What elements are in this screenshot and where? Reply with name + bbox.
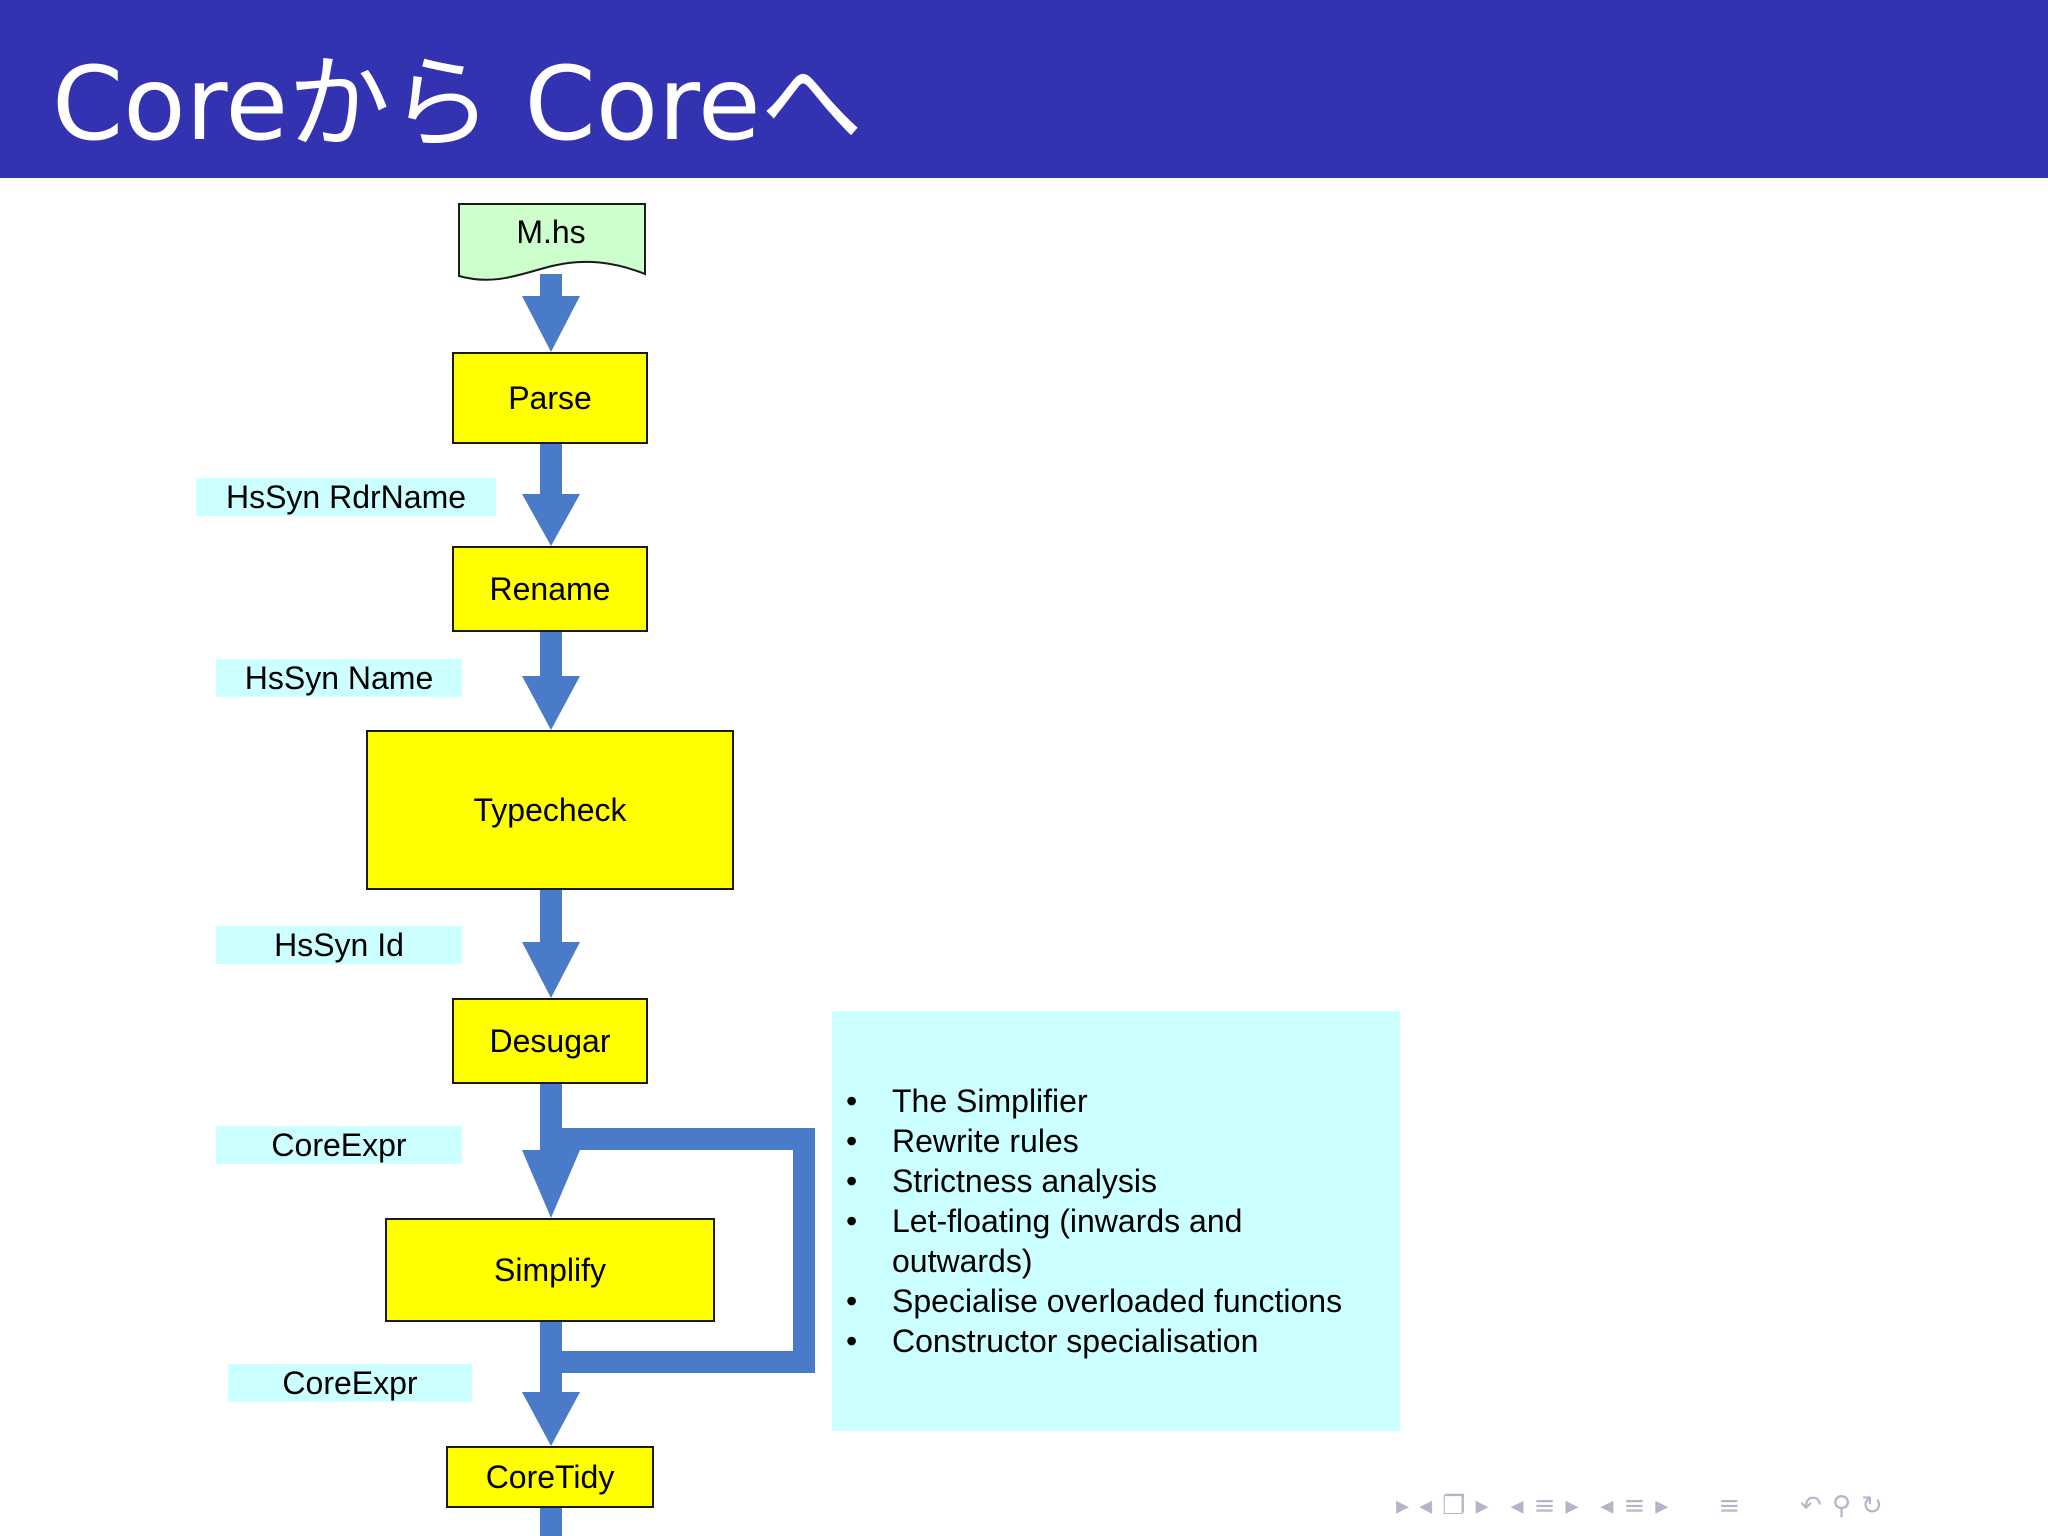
list-item: Specialise overloaded functions [842, 1281, 1380, 1321]
edge-label-coreexpr-1: CoreExpr [216, 1126, 462, 1164]
arrow-shaft-rename-typecheck [540, 632, 562, 682]
edge-label-coreexpr-2: CoreExpr [228, 1364, 472, 1402]
stage-coretidy: CoreTidy [446, 1446, 654, 1508]
stage-simplify: Simplify [385, 1218, 715, 1322]
arrow-head-source-parse [522, 296, 580, 352]
source-file-label: M.hs [516, 213, 586, 250]
simplifier-notes-box: The Simplifier Rewrite rules Strictness … [832, 1011, 1400, 1431]
edge-label-rdrname: HsSyn RdrName [196, 478, 496, 516]
appendix-icon[interactable]: ≡ [1718, 1491, 1741, 1521]
arrow-head-parse-rename [522, 494, 580, 546]
simplifier-loop [562, 1128, 815, 1373]
subsection-next-icon[interactable]: ▸ [1655, 1491, 1669, 1521]
subsection-prev-icon[interactable]: ◂ [1600, 1491, 1614, 1521]
back-icon[interactable]: ↶ [1800, 1491, 1822, 1521]
arrow-shaft-simplify-coretidy [540, 1322, 562, 1398]
arrow-head-typecheck-desugar [522, 942, 580, 998]
arrow-head-desugar-simplify [522, 1150, 580, 1218]
search-icon[interactable]: ⚲ [1831, 1491, 1851, 1521]
stage-desugar: Desugar [452, 998, 648, 1084]
arrow-shaft-coretidy-out [540, 1508, 562, 1536]
list-item: Rewrite rules [842, 1121, 1380, 1161]
arrow-shaft-parse-rename [540, 444, 562, 500]
frame-icon[interactable]: ❐ [1442, 1491, 1466, 1521]
section-next-icon[interactable]: ▸ [1565, 1491, 1579, 1521]
arrow-shaft-typecheck-desugar [540, 890, 562, 946]
frame-prev-icon[interactable]: ▸ [1396, 1491, 1410, 1521]
edge-label-id: HsSyn Id [216, 926, 462, 964]
beamer-navigation: ▸ ◂ ❐ ▸ ◂ ≡ ▸ ◂ ≡ ▸ ≡ ↶ ⚲ ↻ [1390, 1486, 2030, 1526]
subsection-icon[interactable]: ≡ [1623, 1491, 1646, 1521]
stage-coretidy-label: CoreTidy [485, 1458, 615, 1495]
arrow-shaft-source-parse [540, 274, 562, 298]
stage-rename-label: Rename [489, 570, 611, 607]
arrow-head-simplify-coretidy [522, 1392, 580, 1446]
frame-prev-icon[interactable]: ◂ [1419, 1491, 1433, 1521]
stage-desugar-label: Desugar [489, 1022, 611, 1059]
section-icon[interactable]: ≡ [1533, 1491, 1556, 1521]
section-prev-icon[interactable]: ◂ [1510, 1491, 1524, 1521]
edge-label-name: HsSyn Name [216, 659, 462, 697]
simplifier-notes-list: The Simplifier Rewrite rules Strictness … [842, 1081, 1380, 1361]
stage-simplify-label: Simplify [493, 1251, 606, 1288]
stage-parse-label: Parse [508, 379, 592, 416]
arrow-head-rename-typecheck [522, 676, 580, 730]
stage-parse: Parse [452, 352, 648, 444]
list-item: The Simplifier [842, 1081, 1380, 1121]
source-document-shape [458, 203, 646, 281]
slide-title: Coreから Coreへ [52, 45, 863, 164]
list-item: Strictness analysis [842, 1161, 1380, 1201]
stage-rename: Rename [452, 546, 648, 632]
forward-icon[interactable]: ↻ [1860, 1491, 1883, 1521]
list-item: Constructor specialisation [842, 1321, 1380, 1361]
arrow-shaft-desugar-simplify [540, 1084, 562, 1152]
stage-typecheck-label: Typecheck [473, 791, 627, 828]
stage-typecheck: Typecheck [366, 730, 734, 890]
list-item: Let-floating (inwards and outwards) [842, 1201, 1380, 1281]
title-bar: Coreから Coreへ [0, 0, 2048, 178]
frame-next-icon[interactable]: ▸ [1475, 1491, 1489, 1521]
